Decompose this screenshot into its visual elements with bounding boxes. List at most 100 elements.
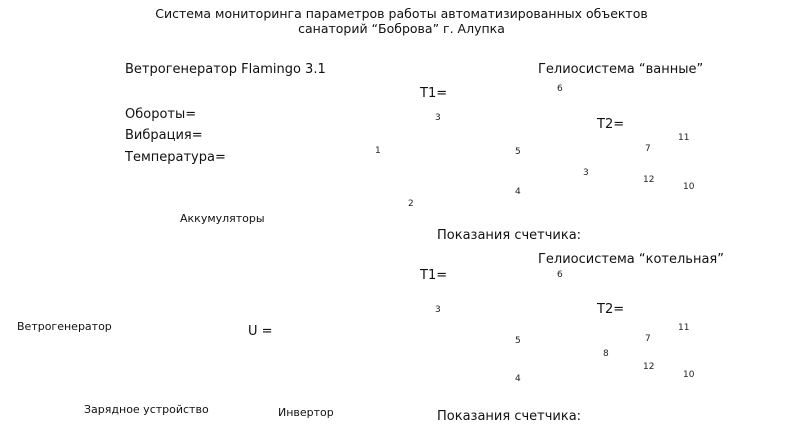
solar-bottom-t1: T1= — [420, 268, 448, 283]
cold-inlet-pipe-bottom — [650, 388, 701, 399]
collector-panel-top — [361, 114, 467, 241]
hot-out-arrow-bottom — [672, 334, 700, 346]
sensor-probe-bottom — [600, 333, 640, 338]
batteries-label: Аккумуляторы — [180, 212, 265, 225]
label-2-top: 2 — [408, 199, 414, 209]
label-7-bottom: 7 — [645, 334, 651, 344]
sun-ray-top-2 — [379, 171, 405, 185]
controller-screen-top — [552, 95, 566, 100]
controller-bottom — [547, 279, 571, 295]
sun-ray-head-top-3 — [401, 194, 408, 200]
solar-bottom-title: Гелиосистема “котельная” — [538, 252, 724, 267]
thermometer-icon-bottom — [746, 329, 750, 345]
label-11-top: 11 — [678, 133, 690, 143]
hot-pipe-bottom — [466, 303, 590, 344]
control-wire-bottom — [539, 286, 576, 338]
voltage-readout: U = — [248, 324, 273, 339]
cold-in-arrow-top — [672, 192, 700, 204]
solar-top-t2: T2= — [597, 117, 625, 132]
hot-out-arrow-top — [672, 146, 700, 158]
charger-icon — [98, 356, 174, 401]
label-6-bottom: 6 — [557, 270, 563, 280]
label-1-top: 1 — [375, 146, 381, 156]
rpm-readout: Обороты= — [125, 107, 197, 122]
sun-ray-head-bottom-2 — [397, 366, 404, 372]
consumer-box-bottom — [738, 321, 794, 373]
wind-turbine-icon — [7, 65, 105, 311]
heat-exchanger-top — [612, 160, 636, 208]
label-7-top: 7 — [645, 144, 651, 154]
sun-ray-top-3 — [383, 187, 409, 201]
consumer-box-top — [738, 133, 794, 185]
cold-pipe-top — [470, 120, 600, 206]
expansion-vessel-bottom — [497, 365, 512, 383]
pump-icon-top — [526, 152, 538, 164]
shower-icon-top — [759, 142, 775, 154]
battery-bank-icon — [164, 234, 273, 319]
thermometer-icon-top — [746, 141, 750, 157]
sun-ray-bottom-1 — [375, 343, 401, 357]
label-3a-bottom: 3 — [435, 305, 441, 315]
sun-ray-head-top-1 — [393, 162, 400, 168]
inverter-icon — [262, 347, 339, 404]
charger-label: Зарядное устройство — [84, 403, 209, 416]
label-10-bottom: 10 — [683, 370, 695, 380]
cold-in-arrow-bottom — [672, 380, 700, 392]
heat-exchanger-bottom — [612, 348, 636, 396]
hot-pipe-top — [466, 115, 590, 156]
control-wire-top — [539, 98, 576, 150]
sun-ray-head-bottom-0 — [389, 334, 396, 340]
hot-outlet-pipe-bottom — [650, 291, 735, 339]
sun-ray-bottom-3 — [383, 375, 409, 389]
collector-sensor-bottom — [446, 293, 468, 311]
pump-station-top — [522, 144, 542, 174]
solar-top-meter: Показания счетчика: — [437, 228, 582, 243]
sun-ray-head-top-2 — [397, 178, 404, 184]
sun-ray-head-bottom-3 — [401, 382, 408, 388]
label-4-top: 4 — [515, 187, 521, 197]
turbine-label: Ветрогенератор — [17, 320, 112, 333]
solar-bottom-meter: Показания счетчика: — [437, 409, 582, 424]
label-3b-top: 3 — [583, 168, 589, 178]
solar-top-title: Гелиосистема “ванные” — [538, 62, 704, 77]
water-waves-bottom — [751, 357, 789, 365]
label-5-top: 5 — [515, 147, 521, 157]
coil-top — [612, 164, 636, 201]
sensor-probe-top — [600, 145, 640, 150]
controller-top — [547, 91, 571, 107]
expansion-vessel-top — [497, 177, 512, 195]
sun-ray-bottom-0 — [371, 327, 397, 341]
collector-panel-bottom — [361, 302, 467, 425]
cold-pipe-bottom — [470, 308, 600, 394]
label-10-top: 10 — [683, 182, 695, 192]
page-title-line1: Система мониторинга параметров работы ав… — [155, 6, 648, 21]
pump-station-bottom — [522, 332, 542, 362]
page-title-line2: санаторий “Боброва” г. Алупка — [298, 21, 505, 36]
wind-heading: Ветрогенератор Flamingo 3.1 — [125, 62, 326, 77]
vibration-readout: Вибрация= — [125, 128, 203, 143]
label-6-top: 6 — [557, 84, 563, 94]
sun-ray-head-top-0 — [389, 146, 396, 152]
temperature-readout: Температура= — [125, 150, 226, 165]
controller-screen-bottom — [552, 283, 566, 288]
solar-system-top — [361, 81, 794, 241]
label-11-bottom: 11 — [678, 323, 690, 333]
solar-top-t1: T1= — [420, 86, 448, 101]
label-4-bottom: 4 — [515, 374, 521, 384]
pump-icon-bottom — [526, 340, 538, 352]
label-12-bottom: 12 — [643, 362, 655, 372]
label-3a-top: 3 — [435, 113, 441, 123]
cold-inlet-pipe-top — [650, 200, 701, 211]
inverter-label: Инвертор — [278, 406, 334, 419]
coil-bottom — [612, 352, 636, 389]
label-8-bottom: 8 — [603, 349, 609, 359]
collector-sensor-top — [446, 105, 468, 123]
hot-outlet-pipe-top — [650, 103, 735, 151]
sun-ray-bottom-2 — [379, 359, 405, 373]
label-12-top: 12 — [643, 175, 655, 185]
sun-ray-top-1 — [375, 155, 401, 169]
solar-system-bottom — [361, 269, 794, 425]
return-pipe-bottom — [451, 311, 606, 401]
sun-ray-head-bottom-1 — [393, 350, 400, 356]
label-5-bottom: 5 — [515, 336, 521, 346]
